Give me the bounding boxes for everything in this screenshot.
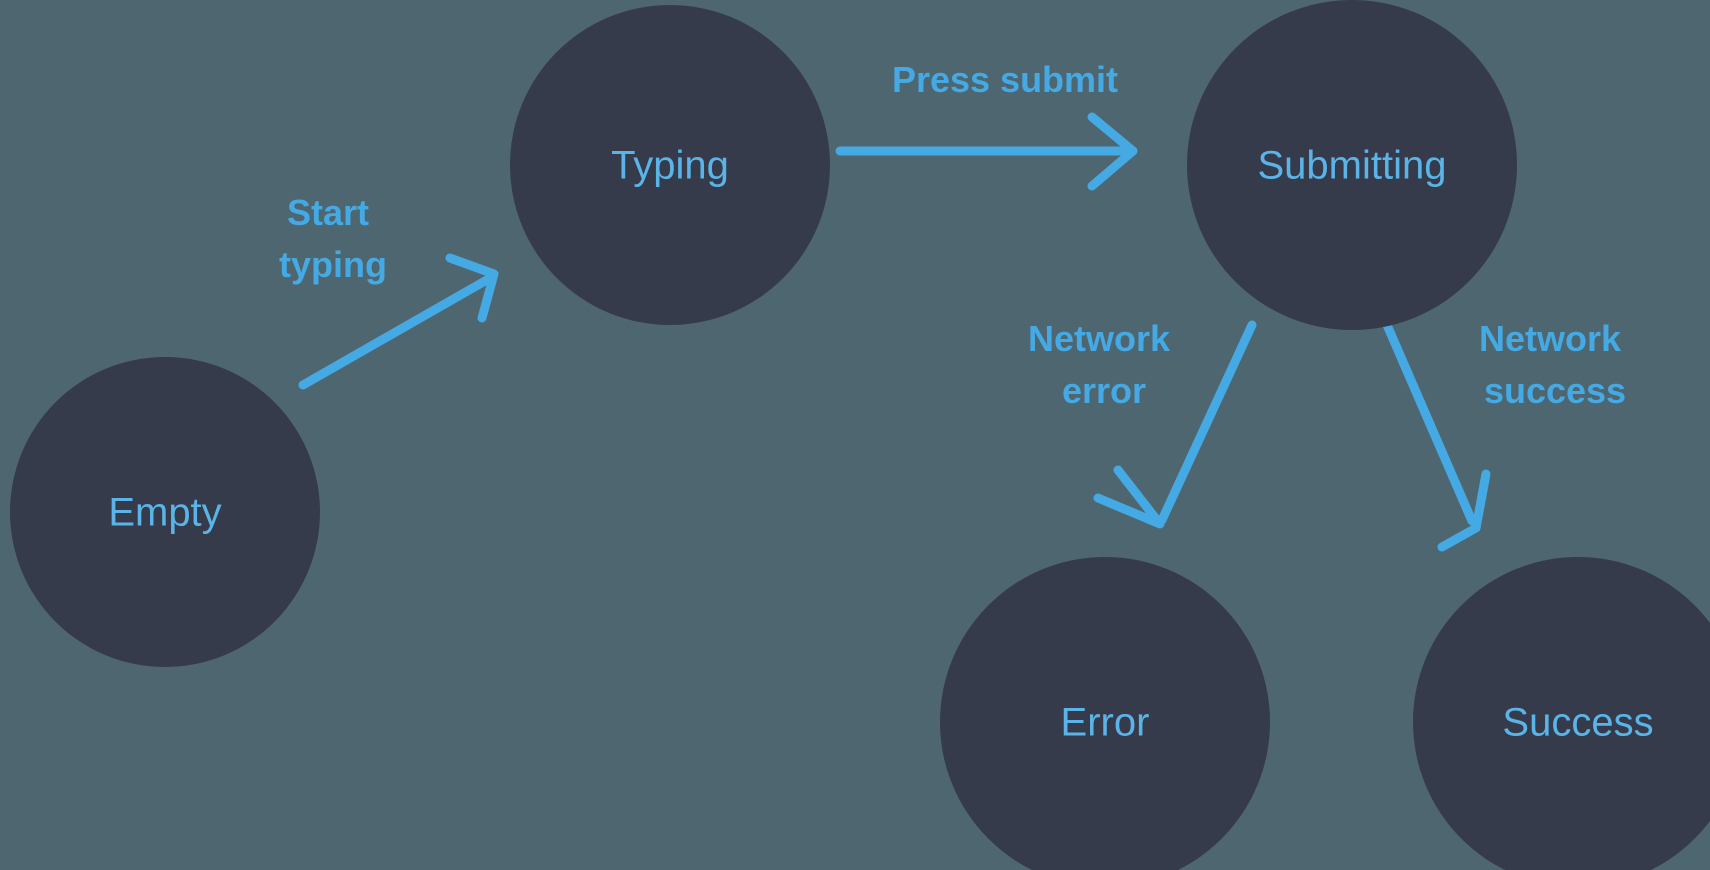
transition-start-typing[interactable]: Start typing: [279, 192, 499, 390]
transition-label-line1: Start: [287, 192, 369, 233]
state-label-submitting: Submitting: [1258, 144, 1447, 188]
arrowhead-network-success: [1437, 469, 1491, 552]
transition-label-line1: Network: [1479, 318, 1622, 359]
state-node-empty[interactable]: Empty: [10, 357, 320, 667]
transition-press-submit[interactable]: Press submit: [835, 59, 1138, 191]
state-node-success[interactable]: Success: [1413, 557, 1710, 870]
transitions-layer: Start typing Press submit Network error: [279, 59, 1631, 552]
arrowhead-start-typing: [445, 253, 499, 323]
state-circle-submitting: [1187, 0, 1517, 330]
transition-label-line2: typing: [279, 244, 387, 285]
transition-label-network-error: Network error: [1028, 318, 1180, 411]
state-label-error: Error: [1061, 701, 1150, 745]
state-label-empty: Empty: [108, 491, 221, 535]
state-circle-success: [1413, 557, 1710, 870]
state-circle-error: [940, 557, 1270, 870]
transition-label-line2: success: [1484, 370, 1626, 411]
state-node-submitting[interactable]: Submitting: [1187, 0, 1517, 330]
transition-label-line2: error: [1062, 370, 1146, 411]
state-label-typing: Typing: [611, 144, 729, 188]
transition-label-press-submit: Press submit: [892, 59, 1118, 100]
transition-label-network-success: Network success: [1479, 318, 1631, 411]
transition-label-line1: Press submit: [892, 59, 1118, 100]
transition-network-success[interactable]: Network success: [1382, 318, 1631, 552]
transition-label-line1: Network: [1028, 318, 1171, 359]
state-circle-empty: [10, 357, 320, 667]
arrowhead-network-error: [1093, 465, 1165, 529]
transition-line-network-error: [1157, 320, 1257, 525]
transition-line-network-success: [1382, 320, 1477, 526]
transition-network-error[interactable]: Network error: [1028, 318, 1257, 529]
state-node-error[interactable]: Error: [940, 557, 1270, 870]
states-layer: Empty Typing Submitting Error Success: [10, 0, 1710, 870]
state-circle-typing: [510, 5, 830, 325]
state-node-typing[interactable]: Typing: [510, 5, 830, 325]
state-label-success: Success: [1502, 701, 1653, 745]
transition-line-start-typing: [298, 272, 497, 390]
arrowhead-press-submit: [1087, 112, 1138, 191]
transition-label-start-typing: Start typing: [279, 192, 387, 285]
